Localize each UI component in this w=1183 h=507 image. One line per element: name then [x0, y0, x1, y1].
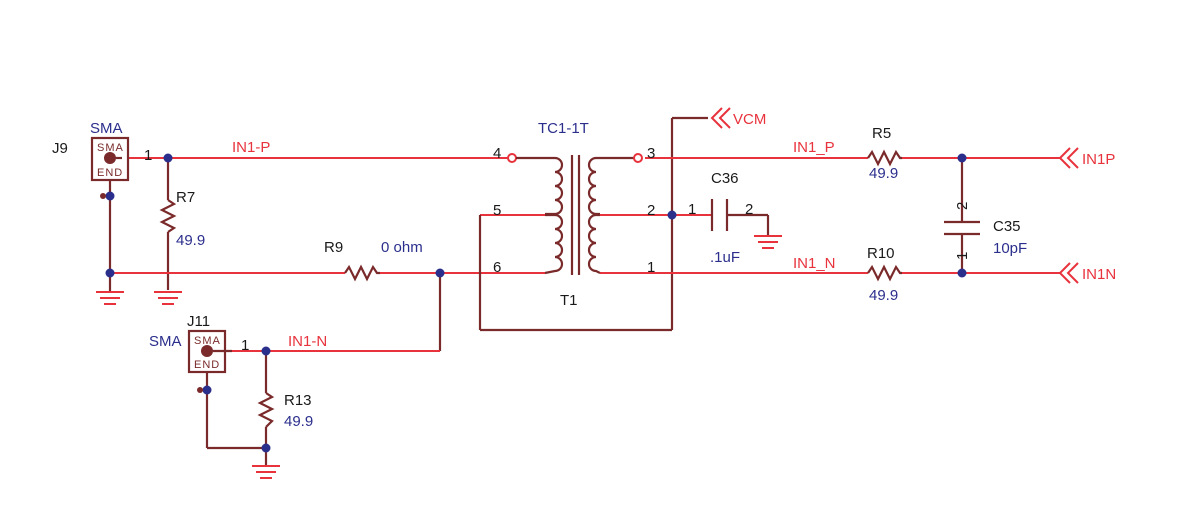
svg-text:3: 3: [647, 145, 655, 162]
svg-text:2: 2: [745, 201, 753, 218]
port-in1n: IN1N: [1058, 262, 1116, 284]
svg-text:4: 4: [493, 145, 501, 162]
svg-text:VCM: VCM: [733, 111, 766, 128]
svg-text:2: 2: [954, 202, 971, 210]
net-label-in1-p-out: IN1_P: [793, 139, 835, 156]
svg-text:R5: R5: [872, 125, 891, 142]
svg-text:SMA: SMA: [97, 142, 124, 154]
resistor-r5: R5 49.9: [867, 125, 902, 182]
resistor-r7: R7 49.9: [159, 189, 205, 249]
svg-text:C36: C36: [711, 170, 739, 187]
svg-text:IN1P: IN1P: [1082, 151, 1115, 168]
ground-icon: [96, 291, 124, 305]
wires: [108, 116, 1060, 466]
svg-text:C35: C35: [993, 218, 1021, 235]
svg-text:49.9: 49.9: [869, 165, 898, 182]
junctions: [105, 153, 967, 453]
svg-text:R7: R7: [176, 189, 195, 206]
capacitor-c36: C36 1 2 .1uF: [688, 170, 753, 266]
svg-text:END: END: [194, 359, 220, 371]
connector-j11: SMA END J11 SMA 1: [149, 313, 249, 393]
svg-text:END: END: [97, 167, 123, 179]
svg-text:1: 1: [647, 259, 655, 276]
capacitor-c35: C35 10pF 2 1: [944, 202, 1027, 260]
j11-type: SMA: [149, 333, 182, 350]
j9-pin1: 1: [144, 147, 152, 164]
net-label-in1-n: IN1-N: [288, 333, 327, 350]
j11-pin1: 1: [241, 337, 249, 354]
net-label-in1-p: IN1-P: [232, 139, 270, 156]
transformer-ref: T1: [560, 292, 578, 309]
resistor-r13: R13 49.9: [257, 392, 313, 430]
transformer-part: TC1-1T: [538, 120, 589, 137]
svg-text:49.9: 49.9: [176, 232, 205, 249]
svg-text:0 ohm: 0 ohm: [381, 239, 423, 256]
resistor-r9: R9 0 ohm: [324, 239, 423, 282]
net-label-in1-n-out: IN1_N: [793, 255, 836, 272]
svg-text:R9: R9: [324, 239, 343, 256]
svg-text:R13: R13: [284, 392, 312, 409]
port-vcm: VCM: [710, 107, 766, 129]
connector-j9: SMA END J9 SMA 1: [52, 120, 152, 199]
svg-text:6: 6: [493, 259, 501, 276]
ground-icon: [754, 235, 782, 249]
svg-text:R10: R10: [867, 245, 895, 262]
ground-icon: [252, 465, 280, 479]
ground-icon: [154, 291, 182, 305]
svg-text:IN1N: IN1N: [1082, 266, 1116, 283]
j9-type: SMA: [90, 120, 123, 137]
svg-text:SMA: SMA: [194, 335, 221, 347]
svg-text:49.9: 49.9: [869, 287, 898, 304]
svg-text:5: 5: [493, 202, 501, 219]
svg-text:1: 1: [688, 201, 696, 218]
transformer-t1: TC1-1T T1 4 5 6 3 2 1: [470, 120, 655, 309]
svg-text:10pF: 10pF: [993, 240, 1027, 257]
svg-text:49.9: 49.9: [284, 413, 313, 430]
j9-ref: J9: [52, 140, 68, 157]
svg-text:2: 2: [647, 202, 655, 219]
svg-text:1: 1: [954, 252, 971, 260]
resistor-r10: R10 49.9: [867, 245, 902, 304]
port-in1p: IN1P: [1058, 147, 1115, 169]
j11-ref: J11: [187, 313, 210, 330]
svg-text:.1uF: .1uF: [710, 249, 740, 266]
ground-symbols: [96, 235, 782, 479]
